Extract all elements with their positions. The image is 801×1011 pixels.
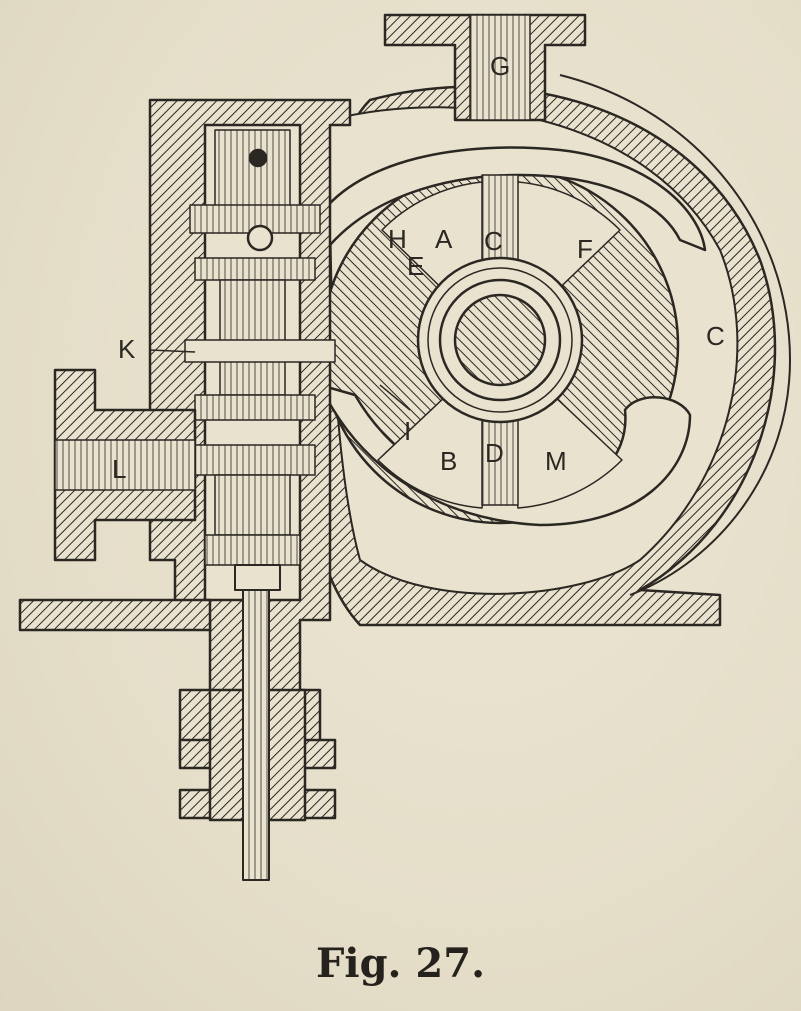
label-e: E [407, 251, 424, 281]
leader-k [149, 349, 196, 353]
pump-cross-section-figure: G H E A C F C K L I B D M [18, 13, 791, 881]
label-l: L [112, 454, 126, 484]
label-c-upper: C [484, 226, 503, 256]
valve-nut [246, 224, 274, 252]
inlet-bore [54, 439, 196, 491]
outer-arc [559, 74, 791, 596]
label-d: D [485, 438, 504, 468]
valve-packing [204, 534, 301, 566]
k-port [184, 339, 336, 363]
valve-piston-lower [214, 474, 291, 536]
label-b: B [440, 446, 457, 476]
vane-upper [481, 174, 519, 271]
label-f: F [577, 234, 593, 264]
spindle-nut [234, 564, 281, 591]
valve-piston-ring-2 [194, 394, 316, 421]
leader-i [379, 384, 411, 411]
label-a: A [435, 224, 453, 254]
label-g: G [490, 51, 510, 81]
label-k: K [118, 334, 136, 364]
valve-pin [248, 148, 268, 168]
shaft [453, 293, 547, 387]
valve-piston-ring-3 [194, 444, 316, 476]
label-h: H [388, 224, 407, 254]
base-foot [18, 598, 212, 632]
figure-caption: Fig. 27. [315, 940, 485, 987]
upper-passage [318, 146, 707, 252]
valve-piston-ring-1 [194, 257, 316, 281]
outlet-bore [469, 14, 531, 121]
label-i: I [404, 416, 411, 446]
valve-piston-body [219, 279, 286, 396]
label-m: M [545, 446, 567, 476]
spindle-rod [242, 579, 270, 881]
hub-middle-ring [427, 267, 573, 413]
vane-lower [481, 419, 519, 506]
label-c-right: C [706, 321, 725, 351]
